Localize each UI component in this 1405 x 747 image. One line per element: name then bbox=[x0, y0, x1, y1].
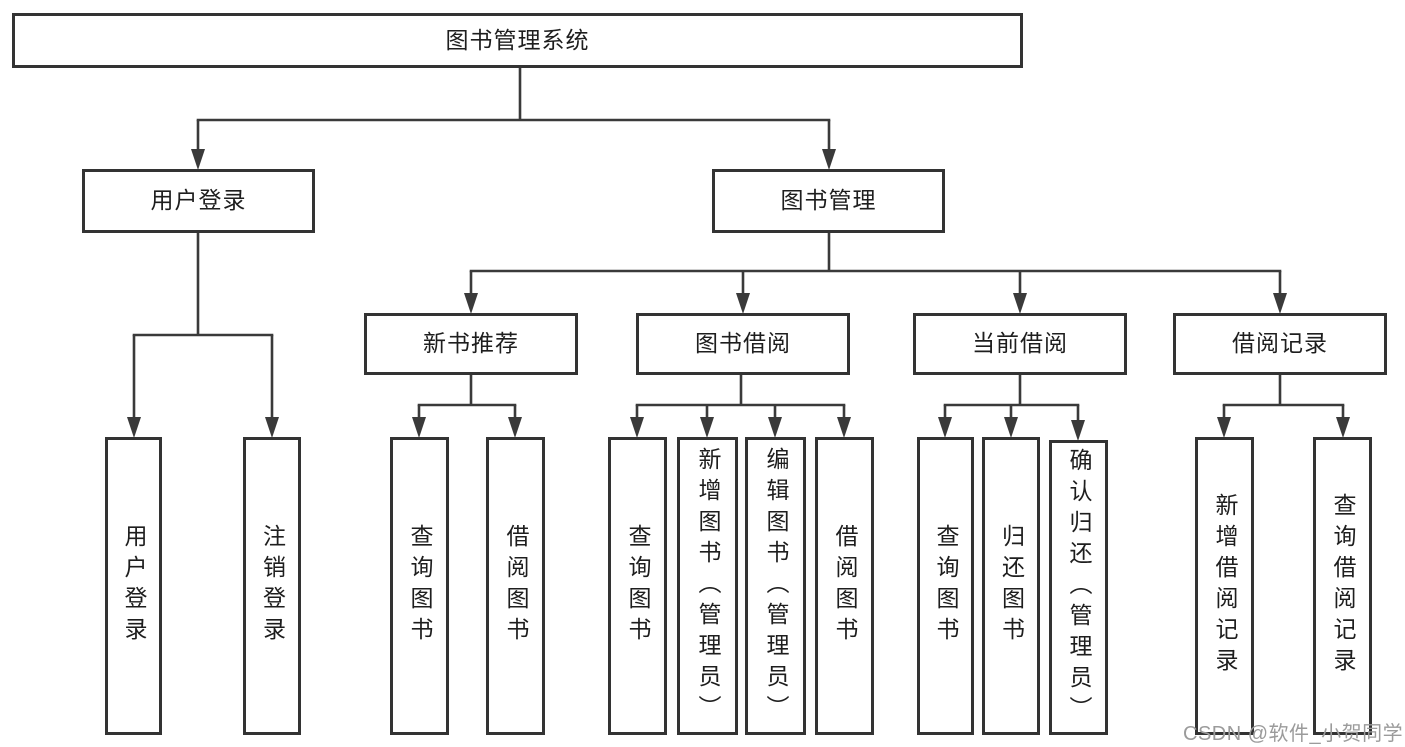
node-root-system: 图书管理系统 bbox=[12, 13, 1023, 68]
edge-borrow-rec-to-leaves bbox=[1217, 375, 1350, 438]
leaf-borrow-books-recommend: 借阅图书 bbox=[486, 437, 545, 735]
node-borrowing-records: 借阅记录 bbox=[1173, 313, 1387, 375]
leaf-add-books-admin: 新增图书（管理员） bbox=[677, 437, 738, 735]
node-current-borrowing: 当前借阅 bbox=[913, 313, 1127, 375]
node-new-book-recommend: 新书推荐 bbox=[364, 313, 578, 375]
leaf-logout: 注销登录 bbox=[243, 437, 301, 735]
node-book-borrowing: 图书借阅 bbox=[636, 313, 850, 375]
edge-book-borrow-to-leaves bbox=[630, 375, 851, 438]
leaf-query-books-borrow: 查询图书 bbox=[608, 437, 667, 735]
edge-user-login-to-leaves bbox=[127, 233, 279, 438]
leaf-query-books-current: 查询图书 bbox=[917, 437, 974, 735]
leaf-return-books: 归还图书 bbox=[982, 437, 1040, 735]
edge-root-to-level2 bbox=[191, 66, 836, 170]
leaf-query-books-recommend: 查询图书 bbox=[390, 437, 449, 735]
leaf-user-login: 用户登录 bbox=[105, 437, 162, 735]
node-book-management: 图书管理 bbox=[712, 169, 945, 233]
node-user-login: 用户登录 bbox=[82, 169, 315, 233]
leaf-add-borrow-record: 新增借阅记录 bbox=[1195, 437, 1254, 735]
leaf-borrow-books: 借阅图书 bbox=[815, 437, 874, 735]
leaf-edit-books-admin: 编辑图书（管理员） bbox=[745, 437, 806, 735]
leaf-query-borrow-record: 查询借阅记录 bbox=[1313, 437, 1372, 735]
edge-book-mgmt-to-level3 bbox=[464, 233, 1287, 314]
watermark: CSDN @软件_小贺同学 bbox=[1183, 723, 1404, 745]
edge-new-rec-to-leaves bbox=[412, 375, 522, 438]
edge-cur-borrow-to-leaves bbox=[938, 375, 1085, 441]
leaf-confirm-return-admin: 确认归还（管理员） bbox=[1049, 440, 1108, 735]
